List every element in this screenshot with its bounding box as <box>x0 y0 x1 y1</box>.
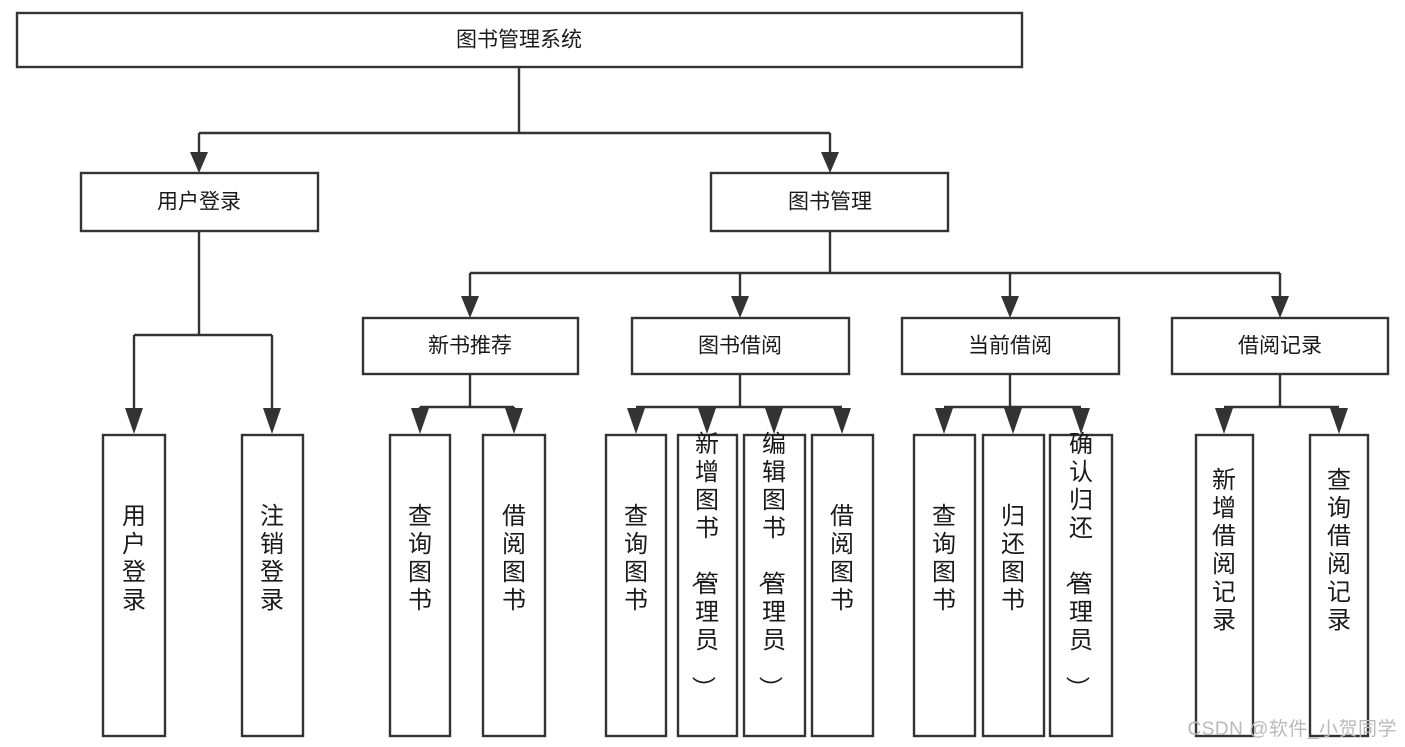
arrow-head-bookmgmt <box>821 152 839 173</box>
arrow-head-userlogin <box>190 152 208 173</box>
connector-layer <box>125 67 1348 434</box>
leaf-user-login-1-box <box>101 433 167 738</box>
leaf-borrow-4-box <box>810 433 875 738</box>
leaf-record-2-box <box>1308 433 1370 738</box>
node-current-borrow[interactable]: 当前借阅 <box>900 316 1121 376</box>
leaf-rec-1[interactable]: 查询图书 <box>388 433 452 738</box>
arrow-head-record-leaf2 <box>1330 408 1348 434</box>
leaf-borrow-4-label: 借阅图书 <box>830 503 854 614</box>
node-borrow-record-label: 借阅记录 <box>1238 335 1322 358</box>
node-new-book-recommend[interactable]: 新书推荐 <box>361 316 580 376</box>
leaf-record-1-label: 新增借阅记录 <box>1212 467 1236 634</box>
leaf-record-1-box <box>1194 433 1255 738</box>
node-new-book-recommend-label: 新书推荐 <box>428 335 512 358</box>
arrow-head-c1 <box>461 296 479 318</box>
arrow-head-userlogin-leaf2 <box>263 408 281 434</box>
arrow-head-borrow-leaf1 <box>627 408 645 434</box>
node-book-borrow-box <box>630 316 851 376</box>
leaf-current-3[interactable]: 确认归还（管理员） <box>1048 431 1114 738</box>
node-borrow-record-box <box>1170 316 1390 376</box>
arrow-head-borrow-leaf2 <box>698 408 716 434</box>
node-current-borrow-label: 当前借阅 <box>968 335 1052 358</box>
arrow-head-current-leaf2 <box>1004 408 1022 434</box>
leaf-user-login-2-label: 注销登录 <box>260 503 284 614</box>
node-book-management[interactable]: 图书管理 <box>709 171 950 233</box>
node-new-book-recommend-box <box>361 316 580 376</box>
leaf-rec-2[interactable]: 借阅图书 <box>481 433 547 738</box>
leaf-current-2-label: 归还图书 <box>1001 503 1025 614</box>
leaf-record-2-label: 查询借阅记录 <box>1327 467 1351 634</box>
leaf-borrow-3-label: 编辑图书（管理员） <box>756 431 786 700</box>
leaf-current-1-box <box>912 433 977 738</box>
arrow-head-userlogin-leaf1 <box>125 408 143 434</box>
node-book-management-box <box>709 171 950 233</box>
node-borrow-record[interactable]: 借阅记录 <box>1170 316 1390 376</box>
leaf-borrow-2[interactable]: 新增图书（管理员） <box>676 431 739 738</box>
leaf-user-login-1[interactable]: 用户登录 <box>101 433 167 738</box>
node-book-borrow[interactable]: 图书借阅 <box>630 316 851 376</box>
leaf-rec-1-label: 查询图书 <box>408 503 432 614</box>
arrow-head-current-leaf3 <box>1072 408 1090 434</box>
leaf-rec-2-label: 借阅图书 <box>502 503 526 614</box>
node-current-borrow-box <box>900 316 1121 376</box>
leaf-borrow-3-box <box>742 433 807 738</box>
leaf-current-3-label: 确认归还（管理员） <box>1063 431 1093 700</box>
leaf-rec-2-box <box>481 433 547 738</box>
node-root-box <box>15 11 1024 69</box>
arrow-head-borrow-leaf4 <box>833 408 851 434</box>
leaf-current-2-box <box>981 433 1046 738</box>
leaf-rec-1-box <box>388 433 452 738</box>
node-root[interactable]: 图书管理系统 <box>15 11 1024 69</box>
node-user-login-label: 用户登录 <box>157 191 241 214</box>
arrow-head-record-leaf1 <box>1215 408 1233 434</box>
node-root-label: 图书管理系统 <box>456 29 582 52</box>
leaf-user-login-1-label: 用户登录 <box>122 503 146 614</box>
leaf-borrow-2-box <box>676 433 739 738</box>
leaf-user-login-2-box <box>240 433 305 738</box>
node-user-login-box <box>79 171 320 233</box>
leaf-record-1[interactable]: 新增借阅记录 <box>1194 433 1255 738</box>
arrow-head-borrow-leaf3 <box>765 408 783 434</box>
csdn-watermark: CSDN @软件_小贺同学 <box>1187 719 1397 740</box>
leaf-borrow-1[interactable]: 查询图书 <box>604 433 668 738</box>
leaf-borrow-1-box <box>604 433 668 738</box>
arrow-head-current-leaf1 <box>935 408 953 434</box>
leaf-borrow-2-label: 新增图书（管理员） <box>689 431 719 700</box>
leaf-borrow-4[interactable]: 借阅图书 <box>810 433 875 738</box>
leaf-current-1-label: 查询图书 <box>932 503 956 614</box>
leaf-borrow-3[interactable]: 编辑图书（管理员） <box>742 431 807 738</box>
leaf-record-2[interactable]: 查询借阅记录 <box>1308 433 1370 738</box>
arrow-head-rec-leaf2 <box>505 408 523 434</box>
leaf-current-3-box <box>1048 433 1114 738</box>
leaf-current-1[interactable]: 查询图书 <box>912 433 977 738</box>
arrow-head-rec-leaf1 <box>411 408 429 434</box>
arrow-head-c2 <box>731 296 749 318</box>
leaf-borrow-1-label: 查询图书 <box>624 503 648 614</box>
arrow-head-c3 <box>1001 296 1019 318</box>
arrow-head-c4 <box>1271 296 1289 318</box>
node-book-borrow-label: 图书借阅 <box>698 335 782 358</box>
node-user-login[interactable]: 用户登录 <box>79 171 320 233</box>
node-book-management-label: 图书管理 <box>788 191 872 214</box>
leaf-current-2[interactable]: 归还图书 <box>981 433 1046 738</box>
leaf-user-login-2[interactable]: 注销登录 <box>240 433 305 738</box>
